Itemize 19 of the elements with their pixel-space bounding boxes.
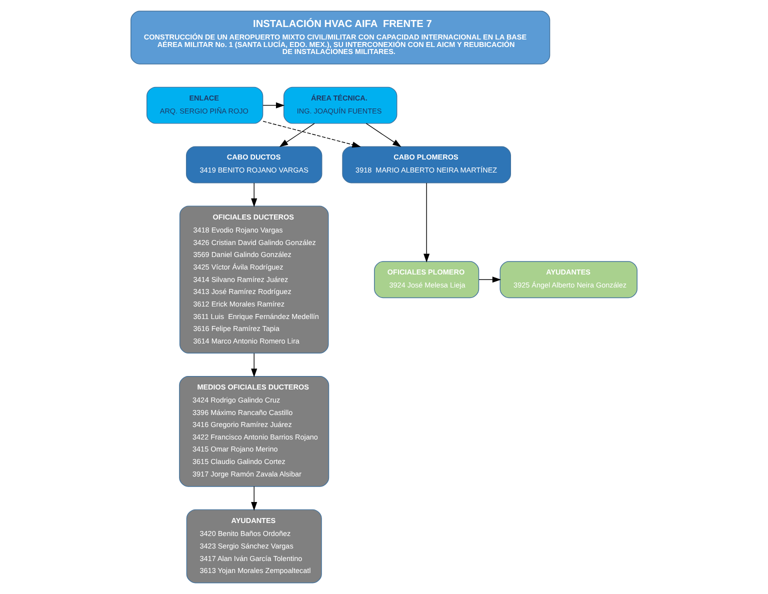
node-box: INSTALACIÓN HVAC AIFA FRENTE 7 CONSTRUCCIÓN DE UN AEROPUERTO MIXTO CIVIL/MILITAR CON CAPACIDAD INTERNACIONAL EN LA BASE AÉREA MILITAR No. 1 (SANTA LUCÍA, EDO. MEX.), SU INTERCONEXIÓN CON EL AICM Y REUBICACIÓN DE INSTALACIONES MILITARES. [130,10,550,64]
arrow [366,123,402,148]
node-box: CABO DUCTOS 3419 BENITO ROJANO VARGAS [186,146,322,184]
arrow [262,102,285,108]
node-box: OFICIALES DUCTEROS 3418 Evodio Rojano Vargas 3426 Cristian David Galindo González 3569 Daniel Galindo González 3425 Víctor Ávila Rodríguez 3414 Silvano Ramírez Juárez 3413 José Ramírez Rodríguez 3612 Erick Morales Ramírez 3611 Luis Enrique Fernández Medellín 3616 Felipe Ramírez Tapia 3614 Marco Antonio Romero Lira [179,206,329,354]
arrow [262,120,361,148]
arrow [424,182,430,262]
arrow [251,182,258,208]
arrow [478,276,502,283]
node-box: MEDIOS OFICIALES DUCTEROS 3424 Rodrigo Galindo Cruz 3396 Máximo Rancaño Castillo 3416 Gregorio Ramírez Juárez 3422 Francisco Antonio Barrios Rojano 3415 Omar Rojano Merino 3615 Claudio Galindo Cortez 3917 Jorge Ramón Zavala Alsibar [179,376,330,487]
node-box: OFICIALES PLOMERO 3924 José Melesa Lieja [374,261,480,298]
node-box: AYUDANTES 3420 Benito Baños Ordoñez 3423 Sergio Sánchez Vargas 3417 Alan Iván García Tolentino 3613 Yojan Morales Zempoaltecatl [186,509,322,584]
arrow [279,123,315,148]
arrow [251,352,258,378]
arrow [251,486,258,511]
node-box: AYUDANTES 3925 Ángel Alberto Neira González [500,261,638,298]
node-box: ENLACE ARQ. SERGIO PIÑA ROJO [146,86,264,124]
node-box: ÁREA TÉCNICA. ING. JOAQUÍN FUENTES [283,86,398,124]
node-box: CABO PLOMEROS 3918 MARIO ALBERTO NEIRA MARTÍNEZ [342,146,511,184]
